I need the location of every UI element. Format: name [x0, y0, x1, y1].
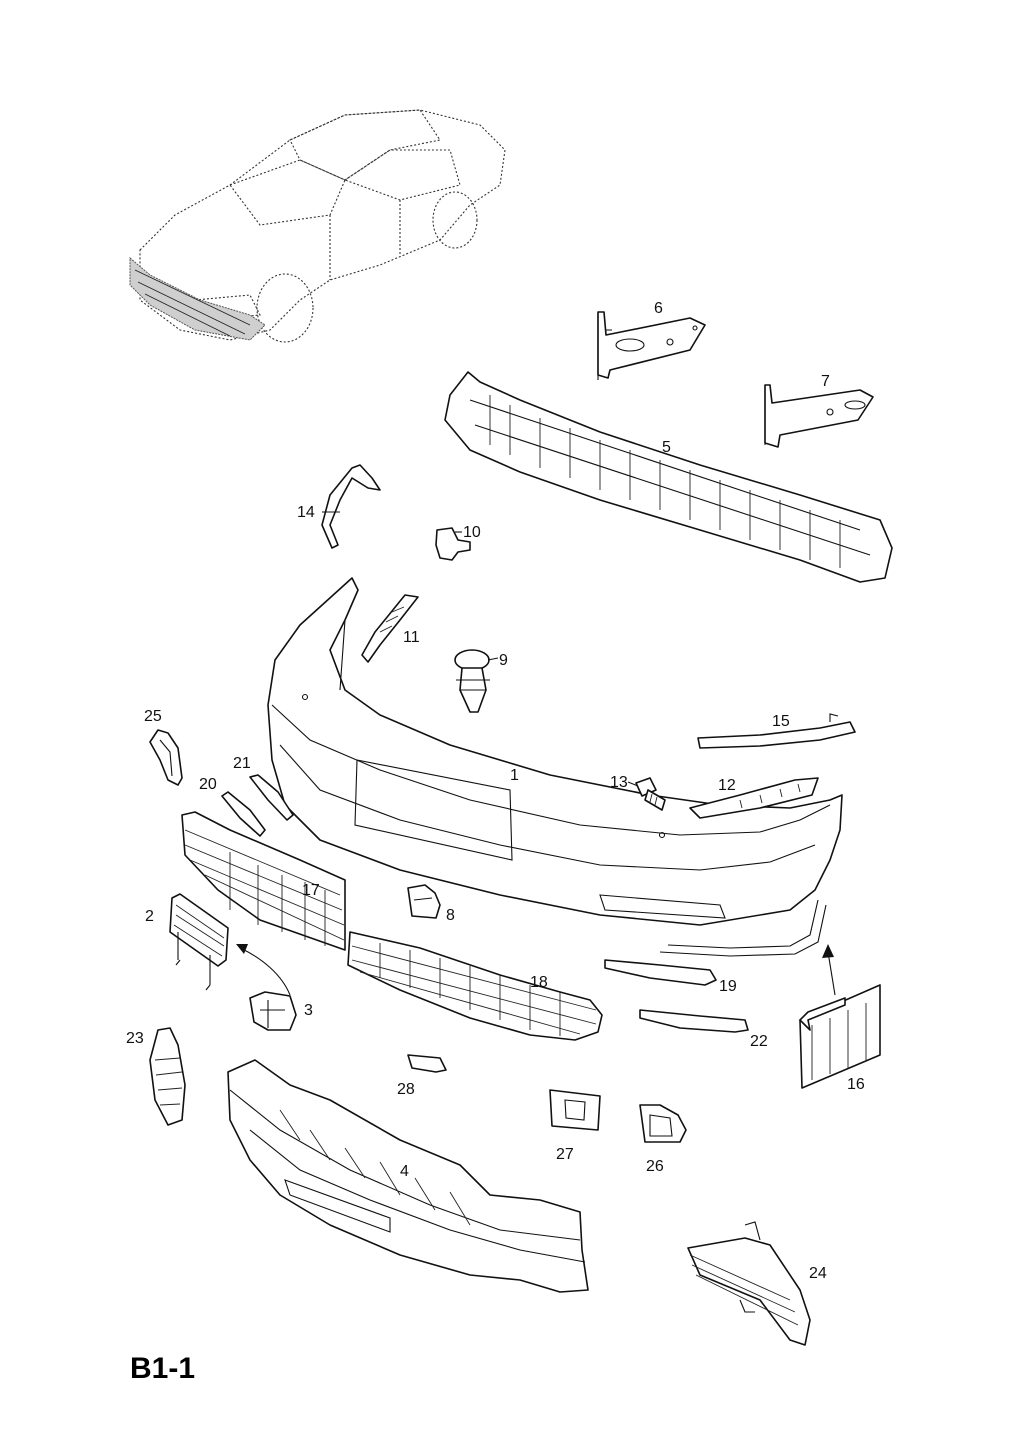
label-p19: 19: [719, 978, 737, 995]
label-p17: 17: [302, 882, 320, 899]
part-21-trim[interactable]: [249, 774, 294, 821]
label-p20: 20: [199, 776, 217, 793]
label-p25: 25: [144, 708, 162, 725]
part-26-bracket[interactable]: [639, 1104, 687, 1143]
label-p8: 8: [446, 907, 455, 924]
label-p2: 2: [145, 908, 154, 925]
label-p22: 22: [750, 1033, 768, 1050]
label-p16: 16: [847, 1076, 865, 1093]
leader-lines: [322, 511, 639, 787]
part-19-trim[interactable]: [604, 959, 717, 986]
part-labels: 1 2 3 4 5 6 7 8 9 10 11 12 13 14 15 16 1…: [126, 300, 865, 1282]
label-p27: 27: [556, 1146, 574, 1163]
label-p11: 11: [403, 629, 420, 646]
part-4-lower-deflector[interactable]: [227, 1059, 589, 1293]
part-9-push-clip[interactable]: [454, 649, 490, 713]
label-p9: 9: [499, 652, 508, 669]
part-17-grille[interactable]: [181, 811, 346, 951]
lower-lip-strips: [659, 899, 827, 957]
label-p12: 12: [718, 777, 736, 794]
part-20-trim[interactable]: [221, 791, 266, 837]
label-p5: 5: [662, 439, 671, 456]
part-7-bracket[interactable]: [764, 384, 874, 448]
part-12-trim-strip[interactable]: [689, 777, 819, 819]
part-1-bumper-cover[interactable]: [267, 577, 843, 926]
arrow-part-16: [822, 944, 836, 996]
part-24-fog-grille[interactable]: [687, 1221, 811, 1346]
label-p4: 4: [400, 1163, 409, 1180]
part-27-bracket[interactable]: [549, 1089, 601, 1131]
part-16-panel[interactable]: [799, 984, 881, 1089]
label-p7: 7: [821, 373, 830, 390]
arrow-part-3: [236, 944, 291, 996]
label-p21: 21: [233, 755, 251, 772]
part-5-bumper-beam[interactable]: [444, 371, 893, 583]
part-3-clip[interactable]: [249, 991, 297, 1031]
label-p26: 26: [646, 1158, 664, 1175]
part-22-trim[interactable]: [639, 1009, 749, 1033]
part-2-bracket[interactable]: [169, 893, 229, 991]
label-p13: 13: [610, 774, 628, 791]
label-p28: 28: [397, 1081, 415, 1098]
diagram-code: B1-1: [130, 1352, 195, 1385]
label-p24: 24: [809, 1265, 827, 1282]
reference-car-illustration: [129, 109, 506, 343]
label-p18: 18: [530, 974, 548, 991]
label-p14: 14: [297, 504, 315, 521]
part-10-clip[interactable]: [435, 527, 471, 561]
part-14-side-guide[interactable]: [321, 464, 381, 549]
part-25-bracket[interactable]: [149, 729, 183, 786]
label-p6: 6: [654, 300, 663, 317]
part-18-grille[interactable]: [347, 931, 603, 1041]
part-8-clip[interactable]: [407, 884, 441, 919]
part-13-bolt[interactable]: [635, 777, 666, 811]
part-11-trim-strip[interactable]: [361, 594, 419, 663]
label-p10: 10: [463, 524, 481, 541]
label-p23: 23: [126, 1030, 144, 1047]
part-6-bracket[interactable]: [597, 311, 706, 380]
part-23-bracket[interactable]: [149, 1027, 186, 1126]
part-28-clip[interactable]: [407, 1054, 447, 1073]
part-15-trim-strip[interactable]: [697, 713, 856, 749]
label-p15: 15: [772, 713, 790, 730]
label-p1: 1: [510, 767, 519, 784]
label-p3: 3: [304, 1002, 313, 1019]
